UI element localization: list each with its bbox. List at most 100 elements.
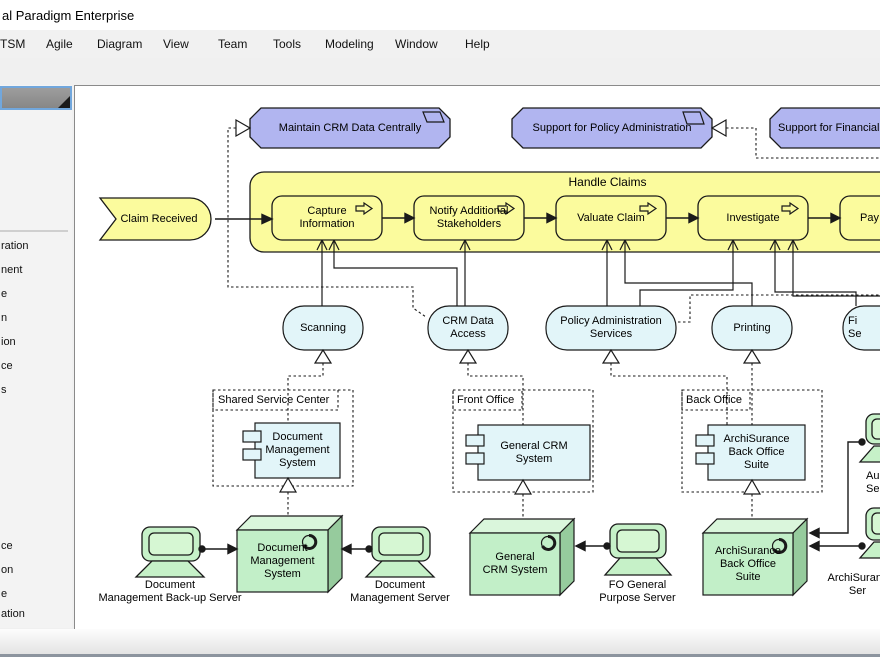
menu-window[interactable]: Window — [395, 37, 438, 51]
menu-itsm[interactable]: TSM — [0, 37, 26, 51]
device-stand — [858, 541, 880, 559]
node-circle-icons — [301, 534, 788, 554]
component-tab-icon — [242, 430, 262, 443]
palette-item[interactable]: n — [1, 312, 8, 324]
requirement-maintain-crm[interactable] — [249, 107, 451, 149]
process-label: Valuate Claim — [577, 211, 645, 224]
group-back-office-label-box — [681, 389, 751, 411]
device-label: Au Se — [866, 470, 880, 495]
device-links — [198, 438, 866, 555]
tool-dropdown-corner-icon — [58, 96, 70, 108]
palette-item[interactable]: e — [1, 288, 8, 300]
device-screen — [616, 529, 660, 553]
group-shared-service-center-label-box — [212, 389, 339, 411]
band-label: Handle Claims — [568, 174, 647, 189]
device-screen — [148, 532, 194, 556]
event-claim-received[interactable] — [98, 197, 212, 241]
service-financial[interactable] — [842, 305, 880, 351]
service-label: CRM Data Access — [442, 315, 494, 340]
event-label: Claim Received — [120, 212, 198, 225]
palette-item[interactable]: ation — [1, 608, 25, 620]
component-tab-icon — [242, 448, 262, 461]
palette-item[interactable]: nent — [1, 264, 23, 276]
component-tab-icon — [465, 434, 485, 447]
menu-bar — [0, 30, 880, 58]
realization-arrowhead — [710, 118, 727, 138]
service-label: Policy Administration Services — [560, 315, 662, 340]
menu-modeling[interactable]: Modeling — [325, 37, 374, 51]
status-bar-edge — [0, 654, 880, 657]
realization-arrowheads — [313, 348, 762, 364]
component-back-office-suite[interactable] — [707, 424, 806, 481]
node-label: General CRM System — [482, 551, 548, 576]
group-label: Front Office — [457, 393, 515, 406]
process-icons — [355, 201, 800, 216]
node-back-office-suite[interactable] — [702, 532, 794, 596]
menu-view[interactable]: View — [163, 37, 189, 51]
node-label: ArchiSurance Back Office Suite — [714, 544, 782, 583]
service-label: Printing — [733, 321, 771, 334]
window-title: al Paradigm Enterprise — [2, 8, 135, 23]
component-label: General CRM System — [500, 439, 568, 465]
palette-item[interactable]: e — [1, 588, 8, 600]
requirement-label: Maintain CRM Data Centrally — [278, 121, 422, 134]
node-crm-top — [468, 518, 576, 534]
device-label: ArchiSuranc Ser — [827, 572, 880, 597]
process-label: Investigate — [726, 211, 780, 224]
palette-item[interactable]: ce — [1, 360, 13, 372]
requirement-financial[interactable] — [769, 107, 880, 149]
menu-tools[interactable]: Tools — [273, 37, 302, 51]
process-label: Pay — [860, 211, 879, 224]
menu-help[interactable]: Help — [465, 37, 490, 51]
node-bos-side — [792, 517, 808, 597]
service-label: Scanning — [300, 321, 346, 334]
component-general-crm[interactable] — [477, 424, 591, 481]
component-tab-icon — [695, 434, 715, 447]
device-screen — [871, 418, 880, 440]
group-label: Back Office — [686, 393, 743, 406]
component-label: Document Management System — [265, 431, 330, 469]
component-label: ArchiSurance Back Office Suite — [723, 433, 790, 471]
tool-palette — [0, 85, 72, 628]
device-stand — [364, 560, 436, 578]
menu-agile[interactable]: Agile — [46, 37, 73, 51]
component-tab-icon — [695, 452, 715, 465]
toolbar-strip — [0, 58, 880, 85]
realization-arrowheads — [278, 476, 762, 495]
device-stand — [858, 445, 880, 463]
node-general-crm[interactable] — [469, 532, 561, 596]
node-document-management[interactable] — [236, 529, 329, 593]
palette-item[interactable]: s — [1, 384, 7, 396]
palette-separator — [0, 230, 68, 232]
device-screen — [871, 512, 880, 535]
realization-links — [227, 127, 880, 520]
menu-team[interactable]: Team — [218, 37, 248, 51]
device-stand — [134, 560, 206, 578]
device-label: Document Management Server — [350, 579, 450, 604]
node-bos-top — [701, 518, 809, 534]
device-screen — [378, 532, 424, 556]
group-label: Shared Service Center — [218, 393, 330, 406]
service-label: Fi Se — [848, 315, 862, 340]
node-label: Document Management System — [250, 541, 315, 580]
palette-item[interactable]: ce — [1, 540, 13, 552]
requirement-label: Support for Policy Administration — [532, 121, 692, 134]
requirement-policy-admin[interactable] — [511, 107, 713, 149]
device-label: Document Management Back-up Server — [98, 579, 242, 604]
process-label: Capture Information — [299, 205, 355, 230]
menu-diagram[interactable]: Diagram — [97, 37, 143, 51]
component-tab-icon — [465, 452, 485, 465]
device-label: FO General Purpose Server — [599, 579, 676, 604]
requirement-label: Support for Financial — [778, 121, 880, 134]
palette-item[interactable]: ration — [1, 240, 29, 252]
title-bar — [0, 0, 880, 30]
node-dms-top — [235, 515, 344, 531]
device-stand — [603, 557, 673, 576]
status-bar — [0, 629, 880, 654]
palette-item[interactable]: ion — [1, 336, 16, 348]
palette-item[interactable]: on — [1, 564, 14, 576]
requirement-icons — [422, 111, 705, 125]
realization-arrowhead — [235, 118, 252, 138]
process-label: Notify Additional Stakeholders — [429, 205, 509, 230]
